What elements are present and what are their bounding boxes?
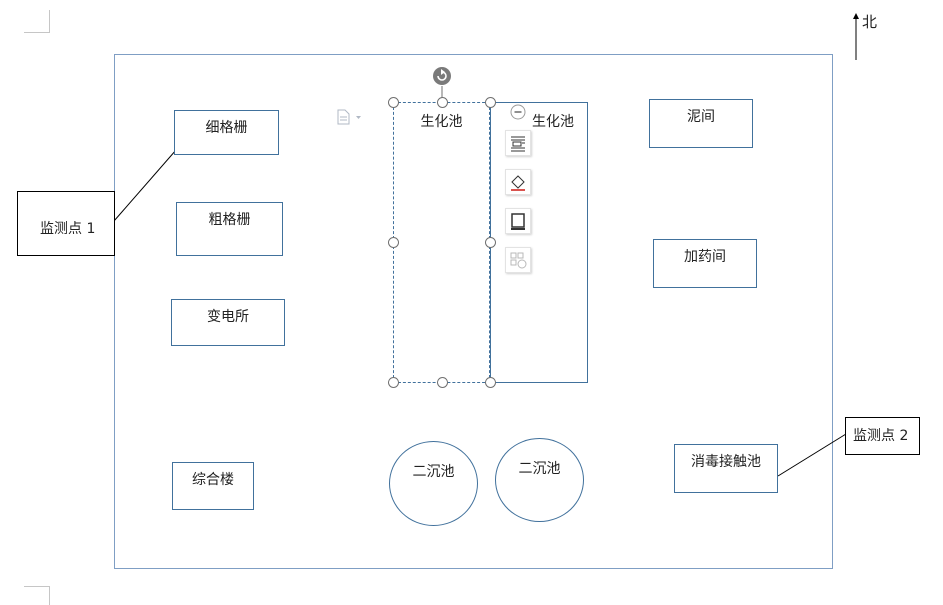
secondary-clarifier-2[interactable]: 二沉池 — [495, 438, 584, 522]
layout-options-button[interactable] — [505, 247, 531, 273]
rotate-handle-icon[interactable] — [430, 66, 454, 102]
coarse-screen-box[interactable]: 粗格栅 — [176, 202, 283, 256]
disinfection-tank-label: 消毒接触池 — [691, 454, 761, 470]
disinfection-tank-box[interactable]: 消毒接触池 — [674, 444, 778, 493]
sludge-room-label: 泥间 — [687, 109, 715, 125]
bio-tank-2-label: 生化池 — [532, 114, 574, 130]
wrap-text-icon — [511, 136, 525, 152]
shape-fill-button[interactable] — [505, 169, 531, 195]
page-corner-mark-bottom — [24, 586, 50, 605]
resize-handle-top-left[interactable] — [388, 97, 399, 108]
sludge-room-box[interactable]: 泥间 — [649, 99, 753, 148]
resize-handle-bottom-center[interactable] — [437, 377, 448, 388]
fine-screen-box[interactable]: 细格栅 — [174, 110, 279, 155]
secondary-clarifier-1-label: 二沉池 — [412, 464, 455, 480]
monitoring-point-2-callout[interactable]: 监测点 2 — [845, 417, 920, 455]
collapse-toolbar-icon[interactable] — [510, 104, 526, 120]
wrap-text-button[interactable] — [505, 130, 531, 156]
substation-box[interactable]: 变电所 — [171, 299, 285, 346]
office-building-label: 综合楼 — [192, 472, 234, 488]
monitoring-point-1-label: 监测点 1 — [40, 221, 96, 237]
resize-handle-bottom-right[interactable] — [485, 377, 496, 388]
resize-handle-top-right[interactable] — [485, 97, 496, 108]
monitoring-point-2-label: 监测点 2 — [853, 428, 909, 444]
resize-handle-middle-right[interactable] — [485, 237, 496, 248]
office-building-box[interactable]: 综合楼 — [172, 462, 254, 510]
north-arrow-icon — [853, 13, 859, 60]
monitoring-point-1-callout[interactable]: 监测点 1 — [17, 191, 115, 256]
compass-label: 北 — [862, 13, 878, 31]
secondary-clarifier-1[interactable]: 二沉池 — [389, 441, 478, 526]
dosing-room-box[interactable]: 加药间 — [653, 239, 757, 288]
fine-screen-label: 细格栅 — [205, 120, 248, 136]
coarse-screen-label: 粗格栅 — [208, 212, 251, 228]
outline-icon — [511, 213, 525, 230]
page-corner-mark-top — [24, 10, 50, 33]
resize-handle-middle-left[interactable] — [388, 237, 399, 248]
substation-label: 变电所 — [207, 309, 249, 325]
dosing-room-label: 加药间 — [684, 249, 726, 265]
fill-icon — [511, 175, 525, 191]
secondary-clarifier-2-label: 二沉池 — [518, 461, 561, 477]
bio-tank-1-shape[interactable]: 生化池 — [393, 102, 490, 383]
layout-options-icon — [510, 252, 527, 269]
bio-tank-1-label: 生化池 — [420, 114, 463, 130]
resize-handle-top-center[interactable] — [437, 97, 448, 108]
resize-handle-bottom-left[interactable] — [388, 377, 399, 388]
shape-outline-button[interactable] — [505, 208, 531, 234]
document-anchor-icon[interactable] — [335, 108, 363, 126]
plant-boundary[interactable] — [114, 54, 833, 569]
